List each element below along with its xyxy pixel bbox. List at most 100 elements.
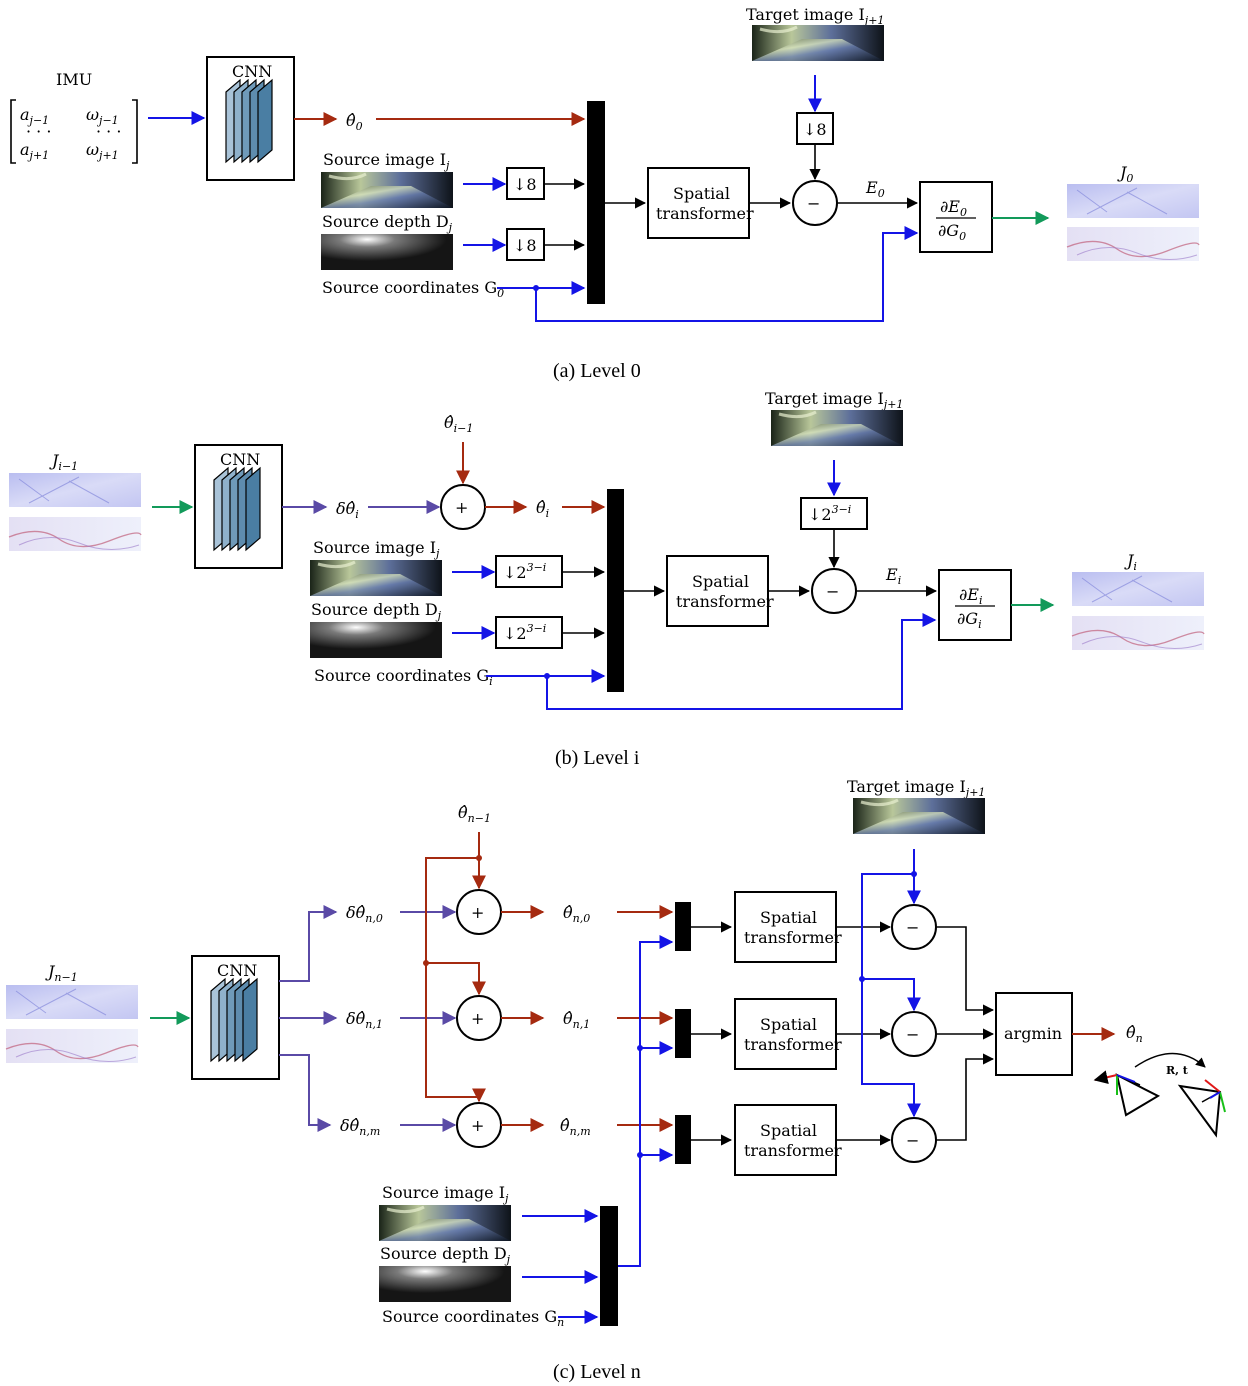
spatial-transformer-box: Spatial transformer (735, 892, 842, 962)
concat-bar (675, 1009, 691, 1058)
caption-level-0: (a) Level 0 (553, 360, 641, 382)
source-image-label: Source image Ij (382, 1183, 509, 1205)
concat-bar (607, 489, 624, 692)
theta-n-output-label: θ̂n (1126, 1023, 1143, 1045)
spatial-transformer-box: Spatial transformer (735, 1105, 842, 1175)
input-image-bottom (6, 1029, 138, 1063)
svg-text:transformer: transformer (676, 592, 774, 611)
source-depth-label: Source depth Dj (311, 600, 442, 622)
level-i-diagram: Ji−1 CNN δθ̂i θ̂i−1 + θ̂i Source image I… (9, 389, 1204, 769)
input-j-label: Ji−1 (49, 451, 78, 473)
svg-text:aj+1: aj+1 (20, 140, 49, 162)
svg-text:CNN: CNN (217, 961, 257, 980)
jacobian-image-bottom (1072, 616, 1204, 650)
source-image-thumbnail (310, 560, 442, 596)
imu-label: IMU (56, 70, 92, 89)
theta-nm-label: θ̂n,m (560, 1116, 591, 1138)
theta-prev-label: θ̂i−1 (444, 413, 473, 435)
svg-text:R, t: R, t (1166, 1064, 1189, 1077)
jacobian-image-top (1072, 572, 1204, 606)
theta-n1-label: θ̂n,1 (563, 1009, 590, 1031)
input-image-top (9, 473, 141, 507)
svg-text:Spatial: Spatial (760, 908, 817, 927)
svg-text:+: + (471, 903, 484, 922)
spatial-transformer-box: Spatial transformer (735, 999, 842, 1069)
source-coordinates-label: Source coordinates G0 (322, 278, 504, 300)
cnn-block: CNN (192, 956, 279, 1079)
jacobian-image-bottom (1067, 227, 1199, 261)
svg-text:Spatial: Spatial (760, 1015, 817, 1034)
theta-n0-label: θ̂n,0 (563, 903, 590, 925)
input-image-bottom (9, 517, 141, 551)
source-image-label: Source image Ij (313, 538, 440, 560)
source-image-thumbnail (379, 1205, 511, 1241)
jacobian-box: ∂E0 ∂G0 (920, 182, 992, 252)
target-image-label: Target image Ij+1 (746, 5, 884, 27)
theta-0-label: θ̂0 (346, 111, 363, 133)
svg-text:transformer: transformer (744, 928, 842, 947)
source-depth-thumbnail (321, 234, 453, 270)
delta-theta-n1-label: δθ̂n,1 (346, 1009, 383, 1031)
svg-text:CNN: CNN (220, 450, 260, 469)
camera-pose-icon: R, t (1095, 1054, 1225, 1136)
target-image-thumbnail (752, 25, 884, 61)
target-image-thumbnail (771, 410, 903, 446)
target-image-thumbnail (853, 798, 985, 834)
svg-text:Spatial: Spatial (760, 1121, 817, 1140)
svg-text:−: − (807, 194, 820, 213)
jacobian-box: ∂Ei ∂Gi (939, 570, 1011, 640)
svg-text:↓8: ↓8 (513, 175, 537, 194)
svg-text:−: − (906, 1025, 919, 1044)
output-j0-label: J0 (1117, 163, 1133, 185)
input-image-top (6, 985, 138, 1019)
concat-bar (587, 101, 605, 304)
svg-text:· · ·: · · · (26, 122, 51, 141)
svg-text:argmin: argmin (1004, 1024, 1062, 1043)
svg-text:Spatial: Spatial (692, 572, 749, 591)
source-depth-thumbnail (310, 622, 442, 658)
concat-bar (675, 1115, 691, 1164)
spatial-transformer-box: Spatial transformer (667, 556, 774, 626)
svg-text:−: − (906, 918, 919, 937)
caption-level-n: (c) Level n (553, 1361, 641, 1383)
theta-prev-label: θ̂n−1 (458, 803, 491, 825)
error-0-label: E0 (865, 178, 885, 200)
argmin-box: argmin (996, 993, 1072, 1075)
source-coordinates-label: Source coordinates Gi (314, 666, 493, 688)
delta-theta-n0-label: δθ̂n,0 (346, 903, 383, 925)
delta-theta-label: δθ̂i (336, 499, 359, 521)
svg-text:CNN: CNN (232, 62, 272, 81)
caption-level-i: (b) Level i (555, 747, 640, 769)
level-0-diagram: IMU aj−1 ωj−1 · · · · · · aj+1 ωj+1 CNN … (11, 5, 1199, 382)
source-depth-label: Source depth Dj (322, 212, 453, 234)
delta-theta-nm-label: δθ̂n,m (340, 1116, 380, 1138)
svg-text:+: + (471, 1009, 484, 1028)
svg-text:Spatial: Spatial (673, 184, 730, 203)
source-coordinates-label: Source coordinates Gn (382, 1307, 564, 1329)
svg-text:−: − (826, 582, 839, 601)
svg-text:+: + (471, 1116, 484, 1135)
source-depth-label: Source depth Dj (380, 1244, 511, 1266)
svg-text:−: − (906, 1131, 919, 1150)
output-ji-label: Ji (1124, 551, 1137, 573)
svg-text:· · ·: · · · (96, 122, 121, 141)
svg-text:transformer: transformer (744, 1141, 842, 1160)
jacobian-image-top (1067, 184, 1199, 218)
level-n-diagram: Jn−1 CNN δθ̂n,0 δθ̂n,1 δθ̂n,m θ̂n−1 + + … (6, 777, 1225, 1383)
cnn-block: CNN (207, 57, 294, 180)
svg-text:↓8: ↓8 (513, 236, 537, 255)
source-depth-thumbnail (379, 1266, 511, 1302)
svg-text:transformer: transformer (744, 1035, 842, 1054)
target-image-label: Target image Ij+1 (847, 777, 985, 799)
target-image-label: Target image Ij+1 (765, 389, 903, 411)
spatial-transformer-box: Spatial transformer (648, 168, 754, 238)
concat-bar (600, 1206, 618, 1326)
cnn-block: CNN (195, 445, 282, 568)
source-image-thumbnail (321, 172, 453, 208)
input-j-label: Jn−1 (45, 962, 78, 984)
imu-matrix: aj−1 ωj−1 · · · · · · aj+1 ωj+1 (11, 100, 137, 163)
theta-i-label: θ̂i (536, 498, 549, 520)
concat-bar (675, 902, 691, 951)
error-i-label: Ei (885, 565, 901, 587)
